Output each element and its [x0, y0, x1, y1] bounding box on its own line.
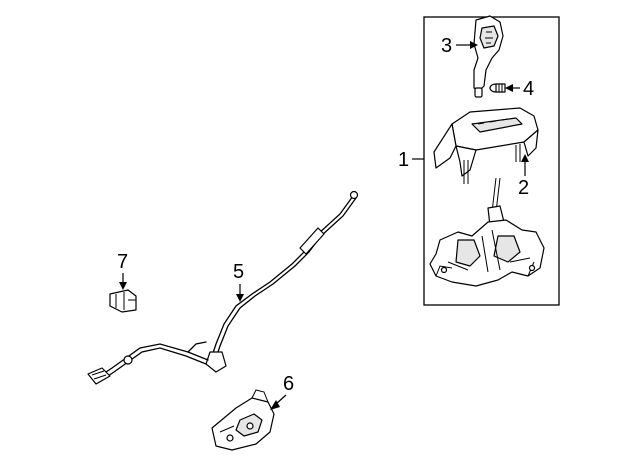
shift-cable[interactable] [87, 190, 359, 385]
callout-6[interactable]: 6 [270, 373, 294, 410]
shift-indicator-bezel[interactable] [433, 107, 539, 184]
callout-6-arrow [270, 400, 280, 410]
callout-3[interactable]: 3 [441, 35, 478, 57]
callout-6-label: 6 [283, 373, 294, 395]
callout-6-leader [275, 394, 287, 405]
callout-7-label: 7 [117, 251, 128, 273]
callout-2-label: 2 [518, 177, 529, 199]
cable-clip[interactable] [109, 289, 137, 313]
callout-4-label: 4 [523, 78, 534, 100]
callout-5-arrow [236, 294, 244, 302]
callout-4[interactable]: 4 [505, 78, 534, 100]
shift-knob[interactable] [473, 15, 504, 98]
cable-bracket[interactable] [211, 389, 275, 451]
callout-2-arrow [521, 154, 529, 162]
callout-3-label: 3 [441, 35, 452, 57]
callout-1-label: 1 [398, 149, 409, 171]
callout-5[interactable]: 5 [233, 261, 244, 302]
callout-7-arrow [119, 282, 127, 290]
callout-7[interactable]: 7 [117, 251, 128, 290]
callout-2[interactable]: 2 [518, 154, 529, 199]
callout-4-arrow [505, 84, 513, 92]
shifter-base[interactable] [429, 177, 545, 287]
callout-3-arrow [470, 41, 478, 49]
callout-1[interactable]: 1 [398, 149, 424, 171]
callout-5-label: 5 [233, 261, 244, 283]
retaining-clip[interactable] [489, 83, 506, 93]
